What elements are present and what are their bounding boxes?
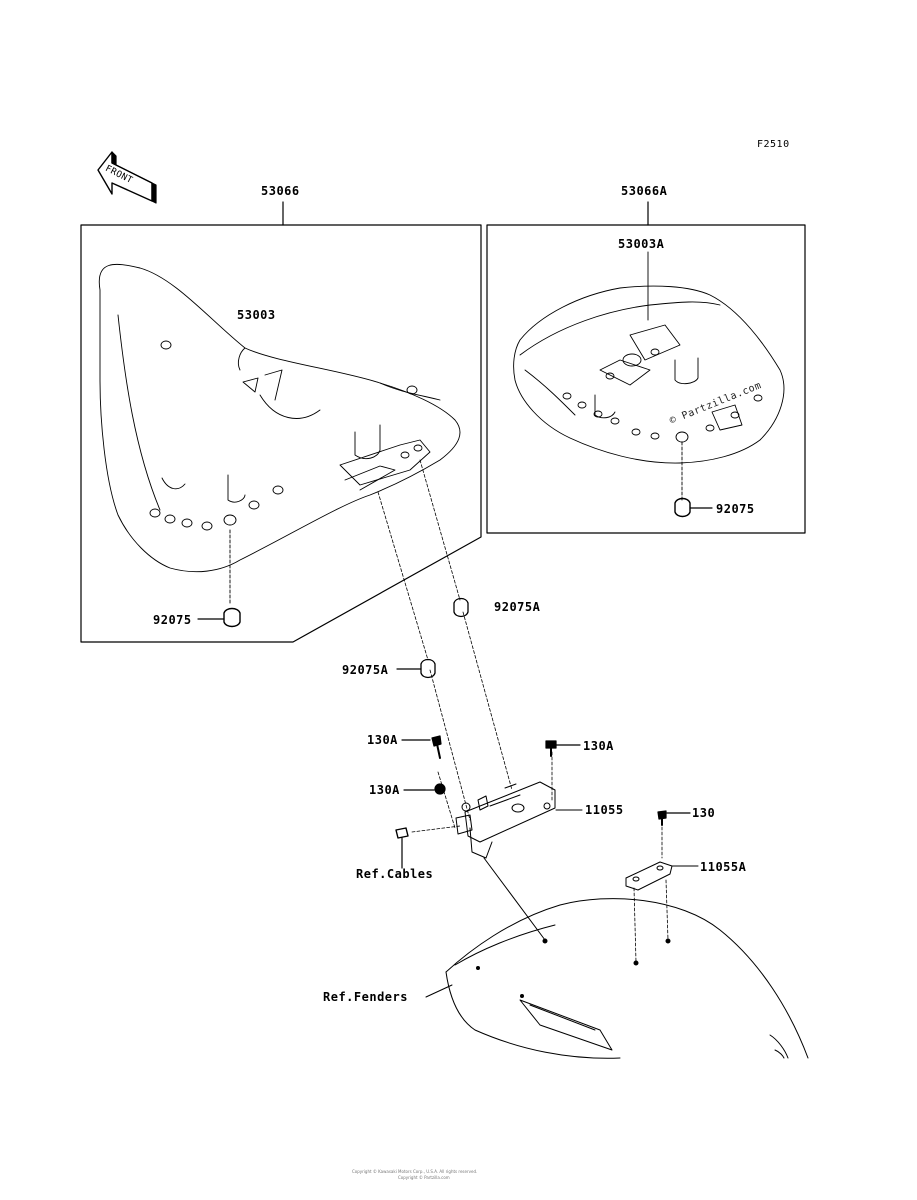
damper-92075a-lower-drawing: [396, 658, 436, 679]
label-ref-fenders: Ref.Fenders: [323, 990, 408, 1004]
label-53066: 53066: [261, 184, 300, 198]
label-53003a: 53003A: [618, 237, 665, 251]
damper-right-drawing: [674, 497, 713, 518]
label-130a-1: 130A: [367, 733, 398, 747]
nut-ref-cables-drawing: [395, 827, 409, 869]
label-92075-left: 92075: [153, 613, 192, 627]
bolt-130a-1-drawing: [401, 735, 442, 759]
assembly-guides: [377, 459, 669, 963]
dual-seat-drawing: [513, 251, 785, 501]
damper-92075a-upper-drawing: [453, 597, 469, 618]
label-92075a-lower: 92075A: [342, 663, 389, 677]
label-53066a: 53066A: [621, 184, 668, 198]
label-ref-cables: Ref.Cables: [356, 867, 434, 881]
label-53003: 53003: [237, 308, 276, 322]
bolt-130-drawing: [657, 810, 691, 826]
footer-copyright-2: Copyright © Partzilla.com: [398, 1175, 450, 1180]
bolt-130a-2-drawing: [545, 740, 581, 757]
left-box-frame: [80, 201, 482, 643]
footer-copyright-1: Copyright © Kawasaki Motors Corp., U.S.A…: [352, 1169, 478, 1174]
bracket-11055a-drawing: [625, 861, 699, 891]
solo-seat-drawing: [98, 263, 461, 606]
label-130a-2: 130A: [583, 739, 614, 753]
label-11055: 11055: [585, 803, 624, 817]
label-130: 130: [692, 806, 716, 820]
front-arrow-icon: [97, 151, 157, 204]
fender-drawing: [425, 898, 809, 1059]
damper-left-drawing: [197, 607, 241, 628]
label-130a-3: 130A: [369, 783, 400, 797]
label-92075a-upper: 92075A: [494, 600, 541, 614]
bolt-130a-3-drawing: [403, 783, 446, 795]
label-11055a: 11055A: [700, 860, 747, 874]
figure-code: F2510: [757, 139, 790, 150]
label-92075-right: 92075: [716, 502, 755, 516]
bracket-11055-drawing: [455, 781, 583, 941]
right-box-frame: [486, 201, 806, 534]
